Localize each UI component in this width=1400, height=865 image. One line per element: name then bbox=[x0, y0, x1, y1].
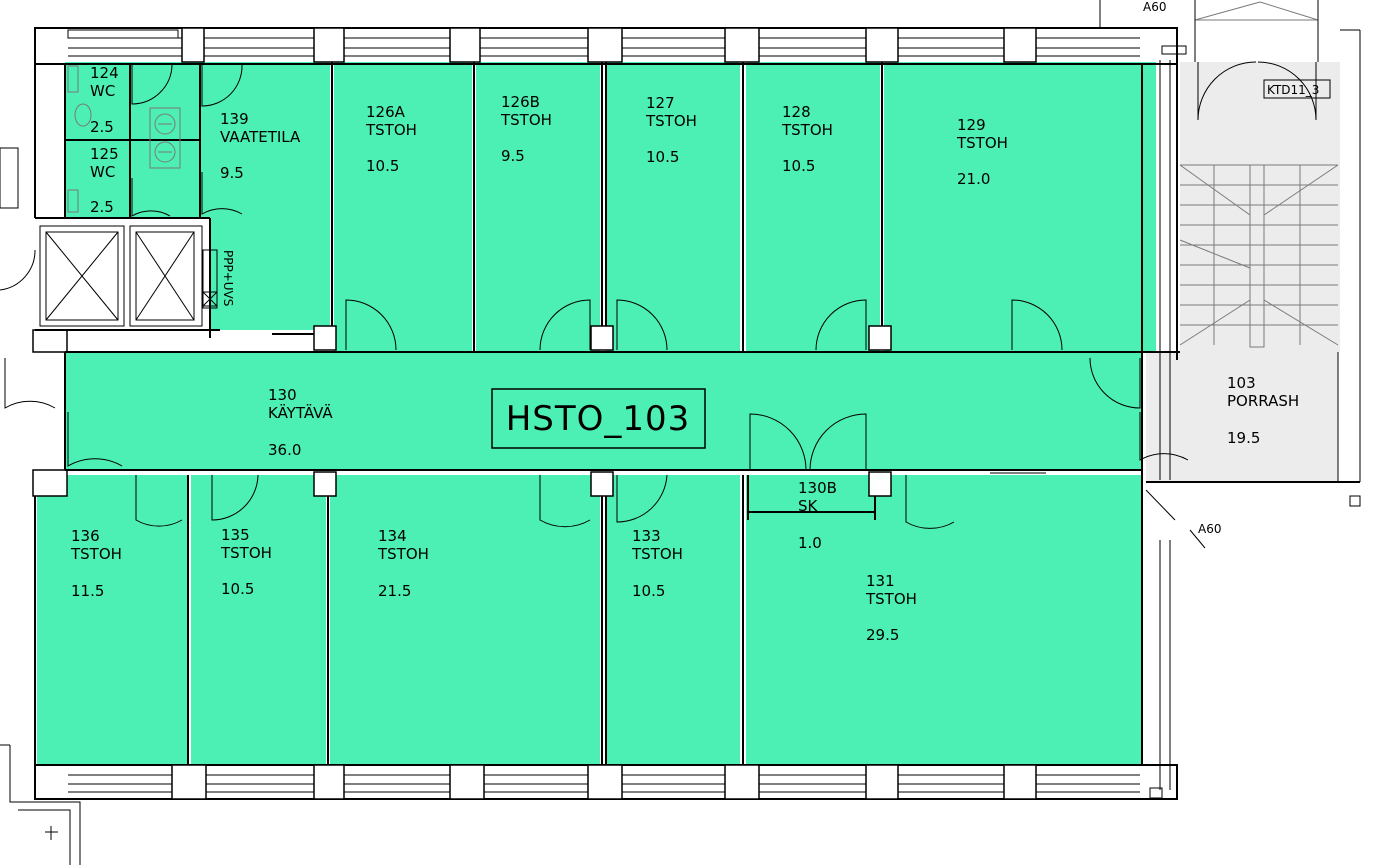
doors bbox=[0, 61, 1317, 529]
room-area-value: 2.5 bbox=[90, 118, 114, 136]
room-number: 127 bbox=[646, 94, 675, 112]
stair-fill bbox=[1180, 62, 1340, 352]
room-type: TSTOH bbox=[365, 121, 417, 139]
room-type: SK bbox=[798, 497, 819, 515]
room-number: 131 bbox=[866, 572, 895, 590]
elevator-shafts bbox=[39, 225, 218, 327]
room-labels: 124 WC 2.5 125 WC 2.5 139 VAATETILA 9.5 … bbox=[70, 64, 1299, 644]
room-area-128 bbox=[746, 62, 880, 352]
room-area-value: 11.5 bbox=[71, 582, 104, 600]
room-number: 124 bbox=[90, 64, 119, 82]
room-area-129 bbox=[884, 62, 1156, 352]
room-label-126b: 126B TSTOH 9.5 bbox=[500, 93, 552, 165]
room-area-value: 19.5 bbox=[1227, 429, 1260, 447]
room-label-125: 125 WC 2.5 bbox=[90, 145, 119, 216]
stair-treads bbox=[1179, 1, 1339, 348]
room-label-131: 131 TSTOH 29.5 bbox=[865, 572, 917, 644]
room-label-127: 127 TSTOH 10.5 bbox=[645, 94, 697, 166]
misc-outlines bbox=[0, 147, 1361, 865]
room-label-130: 130 KÄYTÄVÄ 36.0 bbox=[268, 386, 333, 459]
room-type: TSTOH bbox=[500, 111, 552, 129]
room-area-134 bbox=[330, 475, 600, 765]
landing-fill bbox=[1146, 352, 1338, 482]
room-label-129: 129 TSTOH 21.0 bbox=[956, 116, 1008, 188]
room-label-130b: 130B SK 1.0 bbox=[798, 479, 837, 552]
room-area-value: 10.5 bbox=[632, 582, 665, 600]
ktd-label: KTD11_3 bbox=[1267, 83, 1319, 97]
a60-label-right: A60 bbox=[1198, 522, 1221, 536]
pillars bbox=[32, 27, 1037, 800]
room-label-124: 124 WC 2.5 bbox=[90, 64, 119, 136]
room-area-value: 9.5 bbox=[220, 164, 244, 182]
room-number: 136 bbox=[71, 527, 100, 545]
room-area-value: 21.0 bbox=[957, 170, 990, 188]
wc-fixtures bbox=[67, 65, 181, 213]
room-label-135: 135 TSTOH 10.5 bbox=[220, 526, 272, 598]
room-number: 135 bbox=[221, 526, 250, 544]
room-area-value: 10.5 bbox=[782, 157, 815, 175]
room-type: TSTOH bbox=[377, 545, 429, 563]
room-area-126b bbox=[476, 62, 600, 352]
plan-title-box: HSTO_103 bbox=[491, 388, 706, 449]
staircase bbox=[1146, 1, 1340, 482]
room-type: TSTOH bbox=[631, 545, 683, 563]
room-number: 133 bbox=[632, 527, 661, 545]
room-area-131 bbox=[746, 475, 1142, 765]
room-number: 134 bbox=[378, 527, 407, 545]
room-area-value: 36.0 bbox=[268, 441, 301, 459]
room-area-135 bbox=[191, 475, 326, 765]
room-type: WC bbox=[90, 163, 115, 181]
room-type: WC bbox=[90, 82, 115, 100]
ppp-uvs-label: PPP+UVS bbox=[221, 250, 235, 306]
room-area-value: 10.5 bbox=[366, 157, 399, 175]
room-type: TSTOH bbox=[865, 590, 917, 608]
room-type: TSTOH bbox=[956, 134, 1008, 152]
room-number: 103 bbox=[1227, 374, 1256, 392]
room-label-134: 134 TSTOH 21.5 bbox=[377, 527, 429, 600]
room-number: 130B bbox=[798, 479, 837, 497]
room-area-126a bbox=[334, 62, 472, 352]
room-type: VAATETILA bbox=[220, 128, 301, 146]
room-label-126a: 126A TSTOH 10.5 bbox=[365, 103, 417, 175]
room-type: KÄYTÄVÄ bbox=[268, 403, 333, 422]
room-number: 126B bbox=[501, 93, 540, 111]
interior-walls bbox=[35, 62, 1180, 765]
room-area-value: 10.5 bbox=[221, 580, 254, 598]
room-area-value: 10.5 bbox=[646, 148, 679, 166]
room-type: PORRASH bbox=[1227, 392, 1299, 410]
room-area-127 bbox=[606, 62, 740, 352]
room-area-136 bbox=[37, 475, 187, 765]
room-area-value: 1.0 bbox=[798, 534, 822, 552]
room-type: TSTOH bbox=[70, 545, 122, 563]
annotations: A60 A60 KTD11_3 PPP+UVS bbox=[221, 0, 1331, 536]
room-number: 125 bbox=[90, 145, 119, 163]
room-area-upper-left bbox=[65, 62, 330, 330]
room-label-133: 133 TSTOH 10.5 bbox=[631, 527, 683, 600]
room-area-value: 9.5 bbox=[501, 147, 525, 165]
a60-label-top: A60 bbox=[1143, 0, 1166, 14]
room-label-103: 103 PORRASH 19.5 bbox=[1227, 374, 1299, 447]
room-fills bbox=[37, 62, 1156, 765]
room-number: 139 bbox=[220, 110, 249, 128]
room-area-value: 21.5 bbox=[378, 582, 411, 600]
room-area-corridor bbox=[65, 352, 1142, 470]
room-number: 128 bbox=[782, 103, 811, 121]
room-label-139: 139 VAATETILA 9.5 bbox=[220, 110, 301, 182]
room-number: 130 bbox=[268, 386, 297, 404]
room-area-value: 2.5 bbox=[90, 198, 114, 216]
room-area-value: 29.5 bbox=[866, 626, 899, 644]
room-type: TSTOH bbox=[645, 112, 697, 130]
room-label-136: 136 TSTOH 11.5 bbox=[70, 527, 122, 600]
room-type: TSTOH bbox=[781, 121, 833, 139]
plan-title: HSTO_103 bbox=[506, 399, 691, 439]
room-label-128: 128 TSTOH 10.5 bbox=[781, 103, 833, 175]
room-area-133 bbox=[606, 475, 740, 765]
room-type: TSTOH bbox=[220, 544, 272, 562]
room-number: 129 bbox=[957, 116, 986, 134]
room-number: 126A bbox=[366, 103, 406, 121]
